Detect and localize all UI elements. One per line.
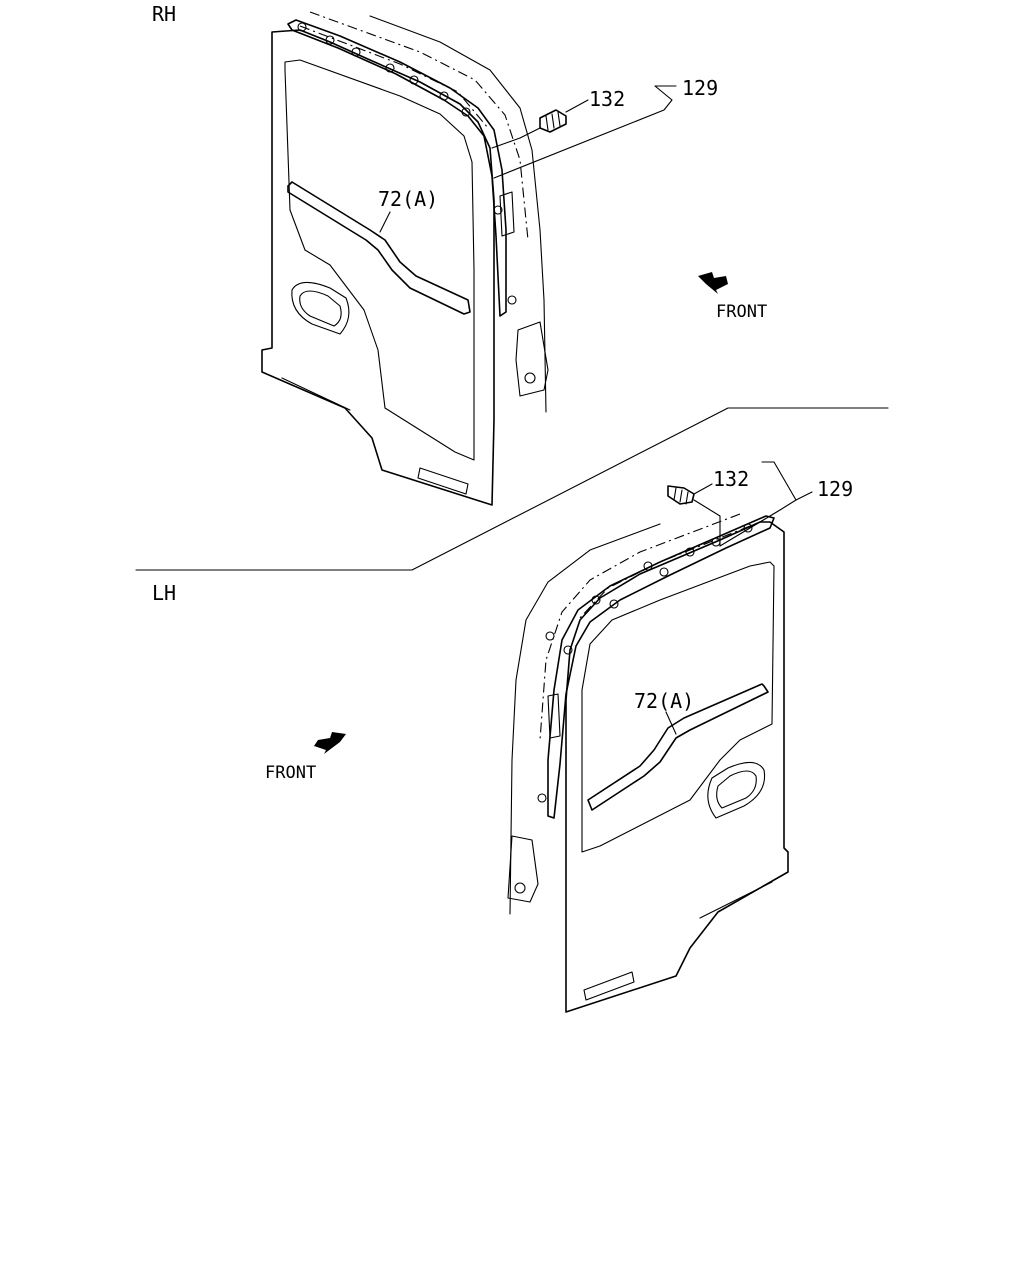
lh-window-frame <box>581 561 775 853</box>
lh-retainer-clip <box>667 485 695 505</box>
lh-clips <box>537 523 753 803</box>
lh-section-label: LH <box>152 581 176 605</box>
rh-front-label: FRONT <box>716 302 767 322</box>
lh-body-pillar <box>509 523 661 915</box>
rh-leader-132 <box>565 99 589 113</box>
rh-front-arrow-icon <box>698 272 728 294</box>
rh-callout-129: 129 <box>682 76 718 100</box>
rh-clips <box>297 22 517 305</box>
lh-door-panel <box>565 521 789 1013</box>
lh-leader-132 <box>693 483 713 495</box>
lh-leader-72a <box>665 711 677 735</box>
lh-callout-129: 129 <box>817 477 853 501</box>
lh-callout-132: 132 <box>713 467 749 491</box>
lh-front-arrow-icon <box>314 732 346 754</box>
rh-callout-72a: 72(A) <box>378 187 438 211</box>
rh-retainer-clip <box>539 109 567 133</box>
rh-leader-129 <box>493 85 677 179</box>
lh-belt-moulding <box>587 683 769 811</box>
rh-door-handle <box>291 281 350 335</box>
lh-door-assembly <box>507 513 789 1013</box>
section-divider <box>135 407 889 571</box>
rh-window-frame <box>284 59 475 461</box>
rh-door-assembly <box>261 11 549 506</box>
rh-callout-132: 132 <box>589 87 625 111</box>
rh-leader-72a <box>379 211 391 233</box>
lh-door-handle <box>707 761 766 819</box>
rh-drip-moulding <box>287 19 507 317</box>
lh-callout-72a: 72(A) <box>634 689 694 713</box>
rh-door-panel <box>261 29 495 506</box>
rh-body-pillar <box>369 15 547 413</box>
rh-belt-moulding <box>287 181 471 315</box>
rh-section-label: RH <box>152 2 176 26</box>
lh-front-label: FRONT <box>265 763 316 783</box>
